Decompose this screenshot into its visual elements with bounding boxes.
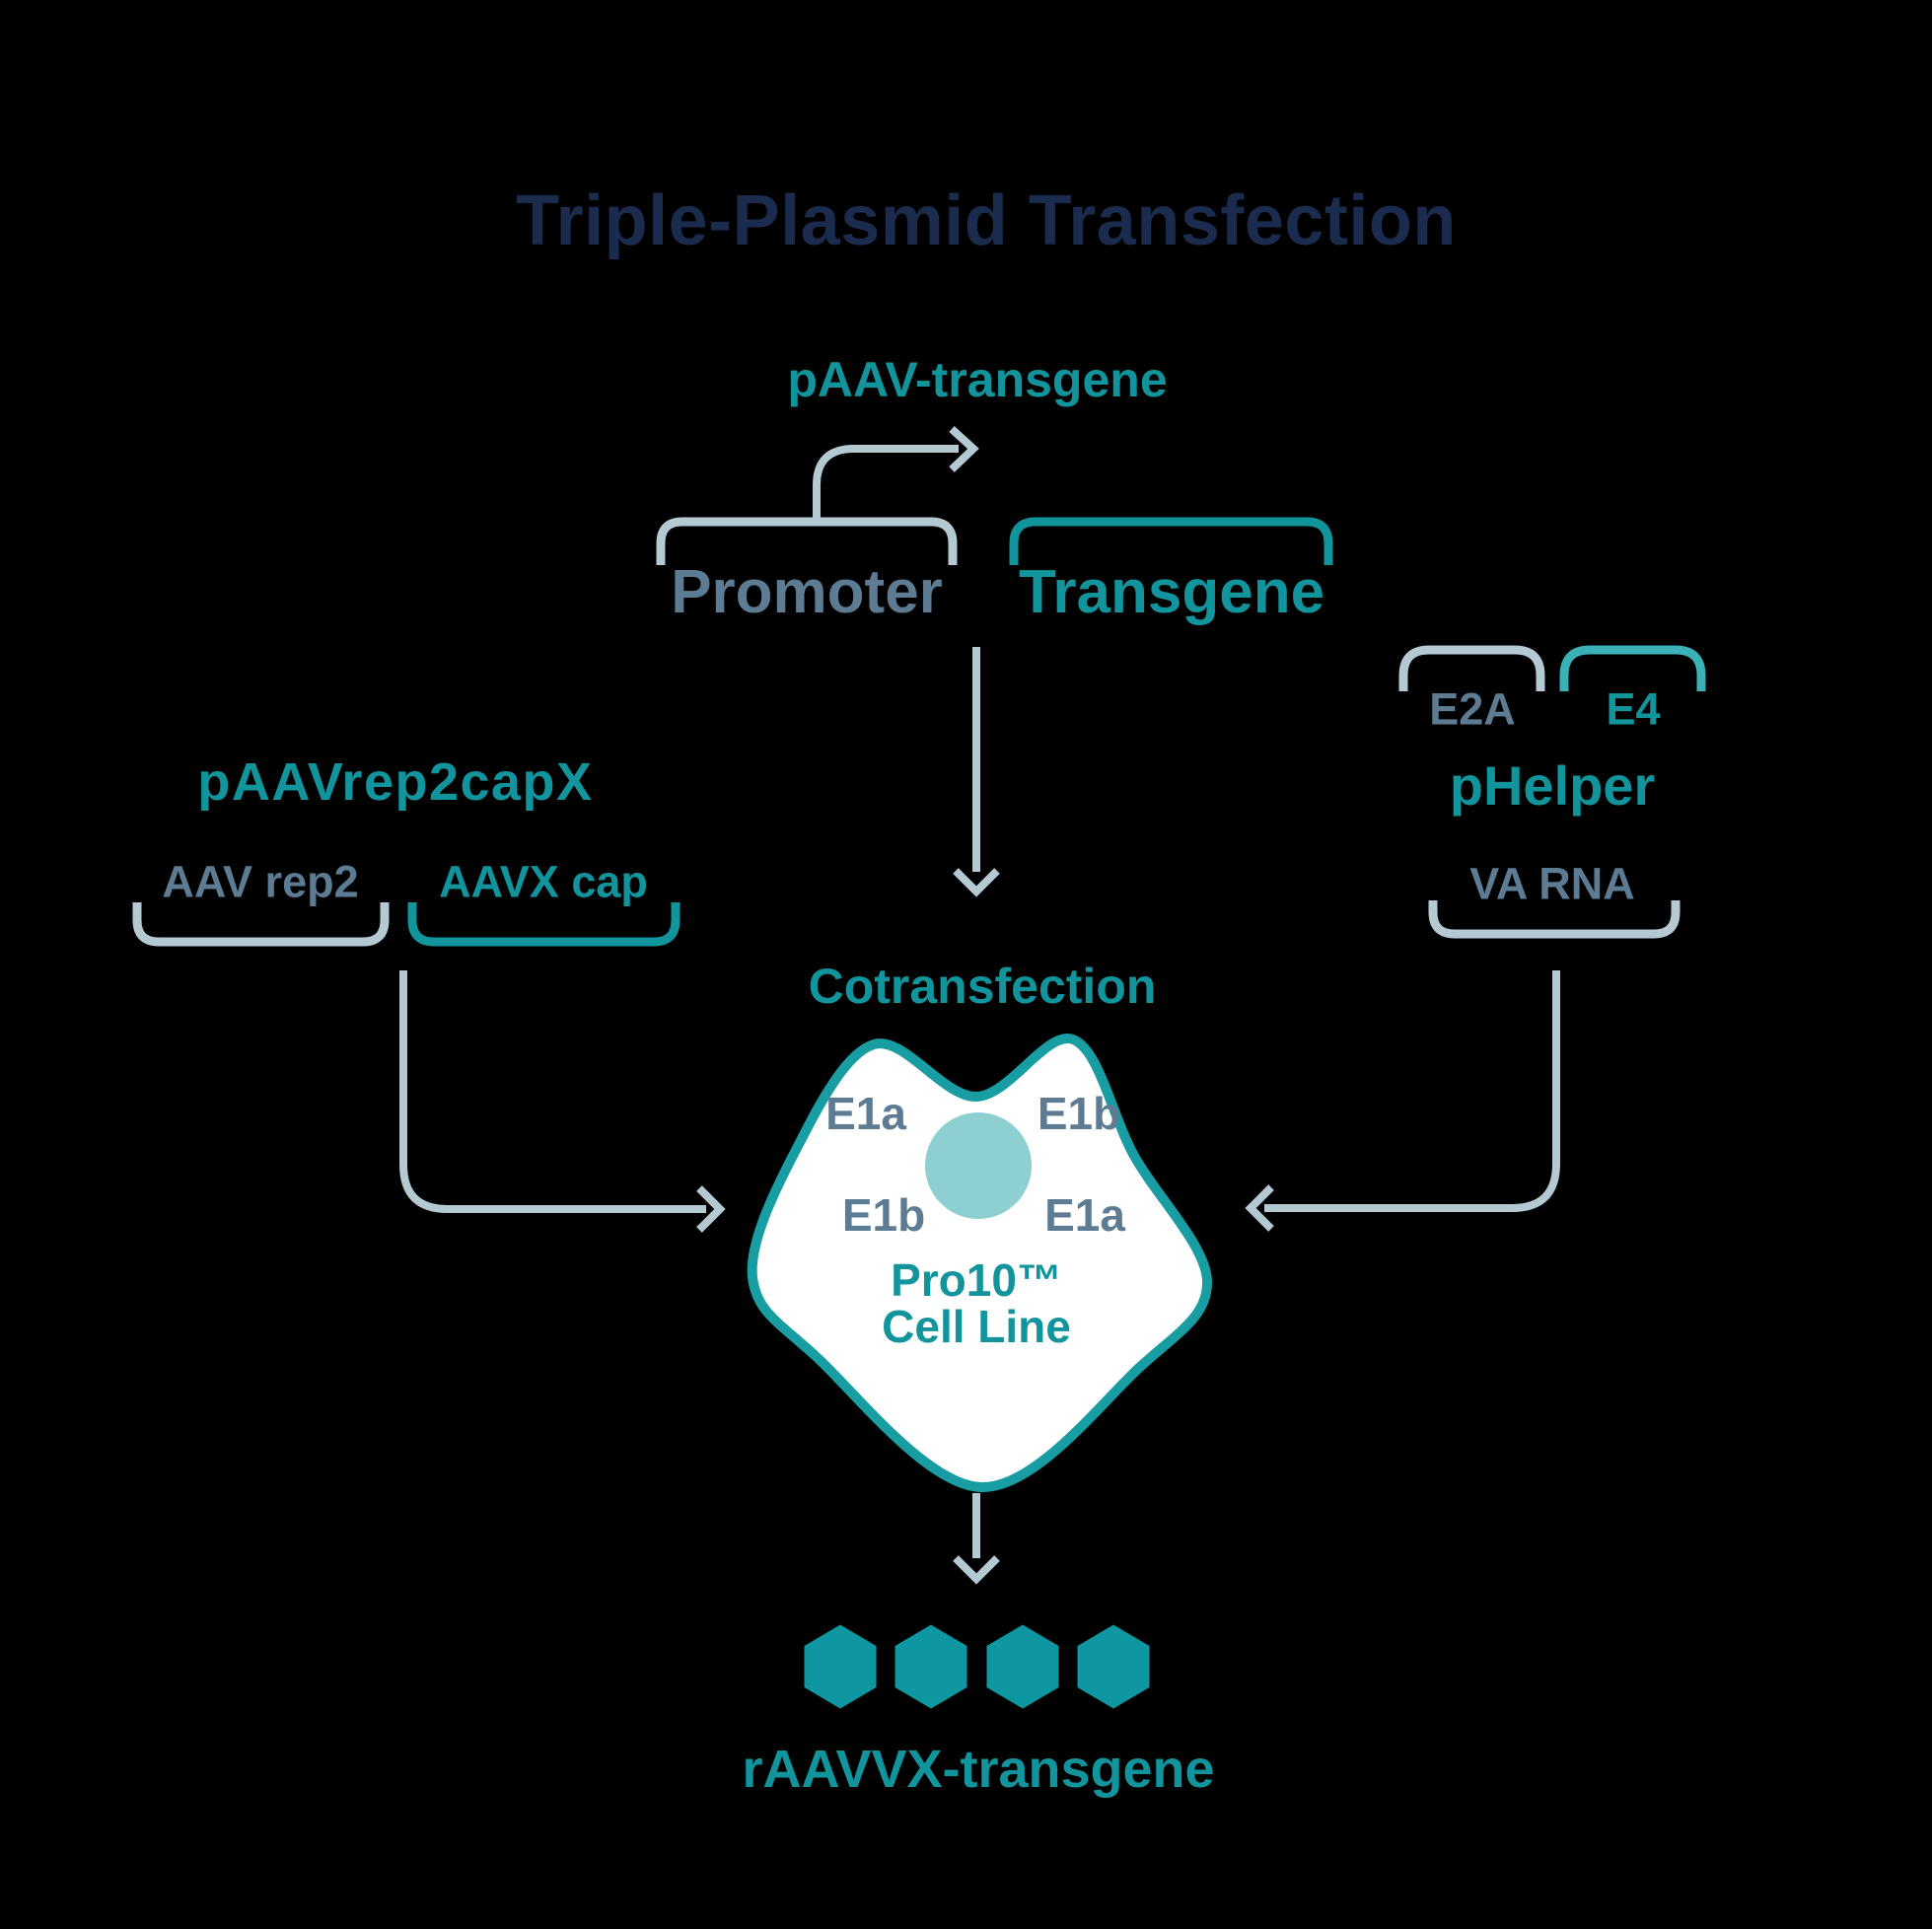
capsid-hexagon-icon — [804, 1624, 877, 1709]
aav-rep2-bracket — [132, 902, 390, 947]
cell-name-line2: Cell Line — [882, 1301, 1071, 1352]
cell-nucleus-icon — [925, 1112, 1032, 1219]
cell-to-product-arrowhead-icon — [953, 1555, 1000, 1585]
promoter-arrowhead-icon — [949, 426, 979, 472]
promoter-label: Promoter — [671, 558, 943, 626]
capsid-hexagon-icon — [986, 1624, 1059, 1709]
gene-e1b-top-right: E1b — [1037, 1088, 1121, 1139]
phelper-to-cell-arrowhead-icon — [1245, 1184, 1274, 1232]
cotransfection-label: Cotransfection — [808, 959, 1157, 1014]
transgene-label: Transgene — [1018, 558, 1325, 626]
aav-rep2-label: AAV rep2 — [162, 856, 359, 907]
va-rna-label: VA RNA — [1469, 858, 1635, 909]
capsid-hexagon-icon — [894, 1624, 967, 1709]
gene-e1a-bottom-right: E1a — [1044, 1189, 1125, 1241]
gene-e1b-bottom-left: E1b — [841, 1189, 926, 1241]
paav-transgene-title: pAAV-transgene — [787, 352, 1168, 407]
capsid-hexagon-icon — [1077, 1624, 1150, 1709]
transgene-to-cell-arrowhead-icon — [953, 868, 1000, 897]
aavx-cap-label: AAVX cap — [439, 856, 648, 907]
e4-label: E4 — [1606, 683, 1661, 735]
cell-name-line1: Pro10™ — [891, 1254, 1062, 1306]
capsid-hexagons-icon — [804, 1624, 1150, 1709]
va-rna-bracket — [1428, 900, 1681, 939]
phelper-to-cell-arrow — [1264, 970, 1560, 1212]
gene-e1a-top-left: E1a — [825, 1088, 906, 1139]
diagram-title: Triple-Plasmid Transfection — [516, 181, 1457, 260]
phelper-title: pHelper — [1449, 754, 1656, 817]
e4-bracket — [1559, 645, 1706, 691]
cell-name: Pro10™ Cell Line — [882, 1257, 1071, 1350]
transgene-bracket — [1009, 517, 1333, 565]
product-label: rAAVVX-transgene — [742, 1740, 1215, 1799]
e2a-bracket — [1398, 645, 1545, 691]
cell-body — [747, 1034, 1213, 1493]
promoter-arrow — [813, 445, 959, 523]
aavx-cap-bracket — [407, 902, 680, 947]
promoter-bracket — [656, 517, 958, 565]
repcap-to-cell-arrowhead-icon — [696, 1185, 726, 1233]
e2a-label: E2A — [1429, 683, 1516, 735]
repcap-to-cell-arrow — [399, 970, 706, 1213]
repcap-title: pAAVrep2capX — [197, 752, 594, 812]
